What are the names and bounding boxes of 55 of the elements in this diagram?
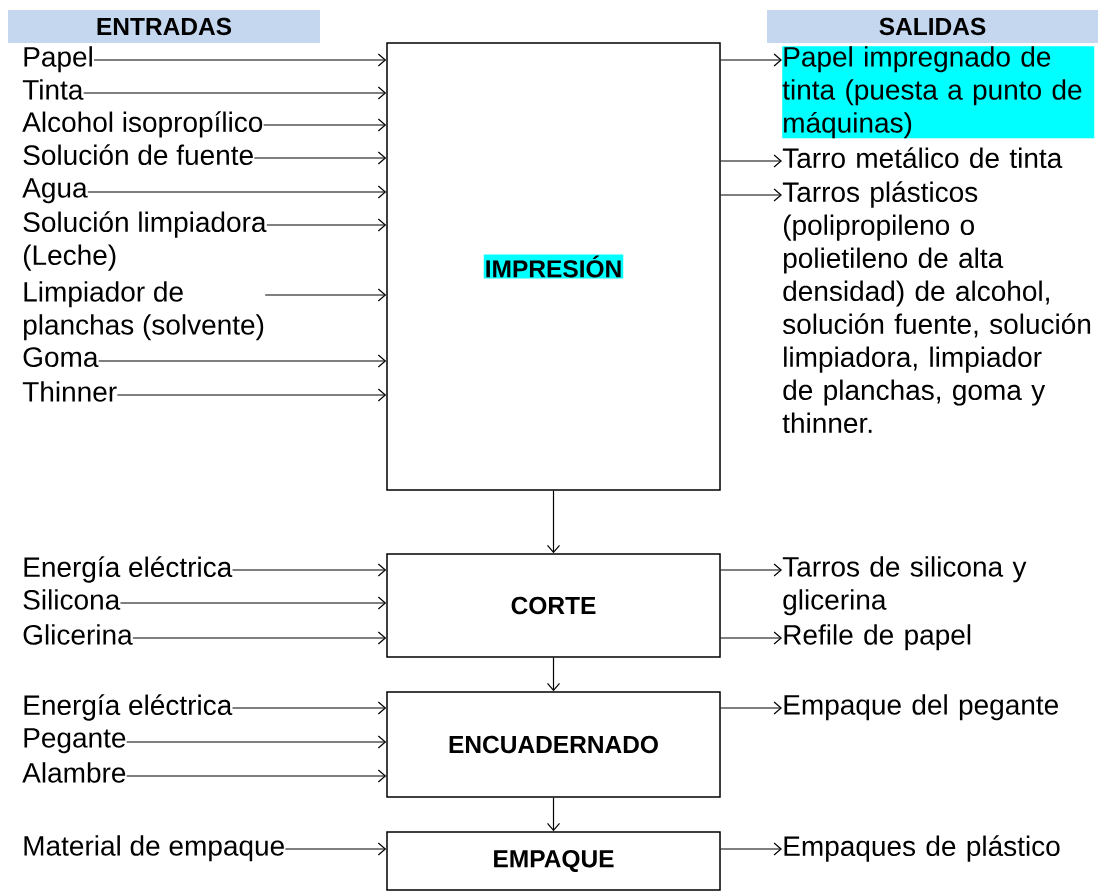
input-text: Pegante [24, 728, 126, 754]
arrow [126, 735, 387, 749]
arrow [119, 596, 387, 610]
output-text: Tarros plásticos (polipropileno o polietileno de alta densidad) de alcohol, solución fuente, solución limpiadora, limpiador de planchas, goma y thinner. [782, 181, 1091, 434]
output-text: Tarro metálico de tinta [782, 147, 1063, 169]
input-text: Thinner [22, 381, 117, 402]
arrow [546, 797, 561, 832]
arrow [266, 218, 387, 232]
input-text: Agua [22, 178, 88, 204]
input-text: Alcohol isopropílico [22, 111, 263, 138]
arrow [126, 769, 387, 783]
arrow [546, 657, 561, 692]
output-text: Tarros de silicona y glicerina [782, 556, 1027, 616]
input-text: Solución de fuente [23, 144, 253, 166]
input-text: Alambre [22, 762, 126, 783]
output-text: Refile de papel [784, 624, 971, 651]
column-header: SALIDAS [767, 10, 1098, 43]
arrow [253, 151, 387, 165]
input-text: Material de empaque [24, 835, 284, 862]
arrow [284, 842, 387, 856]
input-text: Silicona [23, 589, 121, 610]
column-header: ENTRADAS [8, 10, 320, 43]
arrow [546, 490, 561, 554]
output-text: Empaques de plástico [784, 835, 1060, 862]
arrow [720, 188, 782, 202]
arrow [720, 842, 782, 856]
input-text: Papel [24, 46, 92, 73]
process-box: EMPAQUE [386, 831, 721, 891]
arrow [98, 354, 387, 368]
process-box: ENCUADERNADO [386, 691, 721, 798]
arrow [720, 154, 782, 168]
arrow [263, 118, 387, 132]
arrow [132, 631, 387, 645]
arrow [720, 563, 782, 577]
input-text: Limpiador de planchas (solvente) [24, 281, 264, 341]
process-box: CORTE [386, 553, 721, 658]
arrow [720, 631, 782, 645]
arrow [87, 185, 387, 199]
input-text: Energía eléctrica [24, 556, 233, 583]
input-text: Goma [23, 347, 99, 367]
arrow [231, 563, 387, 577]
arrow [116, 388, 387, 402]
arrow [720, 53, 782, 67]
input-text: Tinta [22, 79, 84, 100]
arrow [93, 53, 387, 67]
arrow [231, 701, 387, 715]
output-text: Papel impregnado de tinta (puesta a punto de máquinas) [782, 46, 1095, 139]
arrow [720, 701, 782, 715]
input-text: Glicerina [23, 624, 133, 645]
input-text: Energía eléctrica [24, 694, 233, 721]
arrow [264, 288, 387, 302]
output-text: Empaque del pegante [784, 694, 1058, 721]
process-box: IMPRESIÓN [386, 42, 721, 491]
input-text: Solución limpiadora (Leche) [23, 211, 267, 271]
arrow [83, 86, 387, 100]
